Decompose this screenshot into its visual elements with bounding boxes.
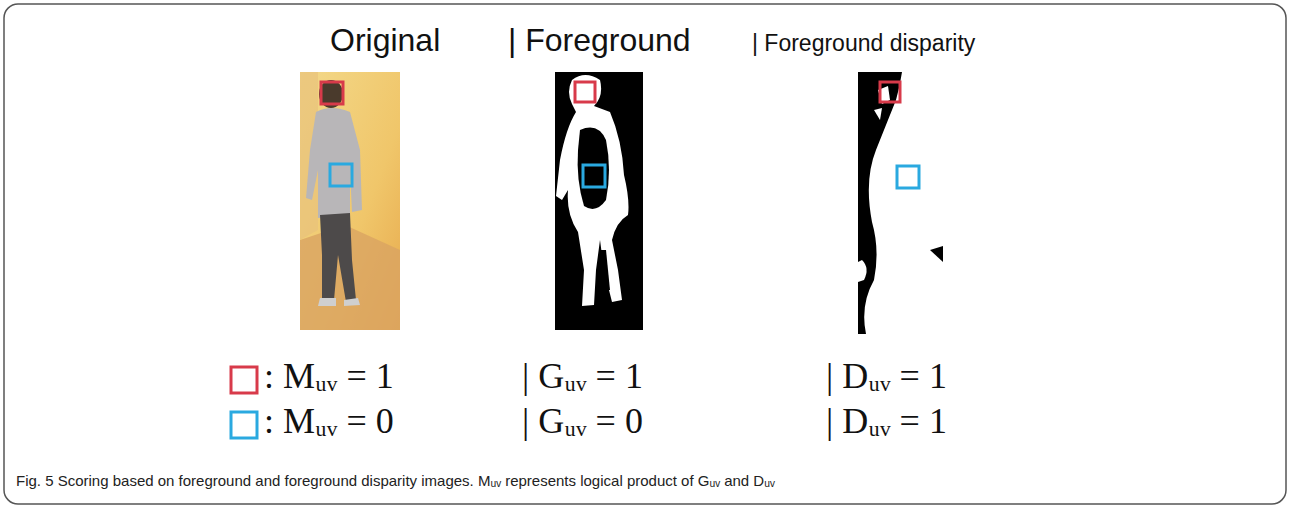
score-label: : Mᵤᵥ = 1 (264, 356, 394, 397)
score-label: | Gᵤᵥ = 0 (522, 401, 643, 442)
foreground-mask (555, 72, 643, 330)
column-heading: | Foreground disparity (752, 30, 975, 56)
score-label: | Dᵤᵥ = 1 (826, 401, 947, 442)
region-square-blue (231, 164, 919, 438)
score-label: : Mᵤᵥ = 0 (264, 401, 394, 442)
original-photo (300, 72, 400, 330)
figure-frame (4, 4, 1286, 504)
column-heading: Original (330, 22, 440, 59)
region-square-red (231, 82, 900, 393)
column-heading: | Foreground (508, 22, 691, 59)
score-label: | Dᵤᵥ = 1 (826, 356, 947, 397)
figure-caption: Fig. 5 Scoring based on foreground and f… (16, 472, 1271, 489)
disparity-mask (858, 72, 943, 334)
score-label: | Gᵤᵥ = 1 (522, 356, 643, 397)
